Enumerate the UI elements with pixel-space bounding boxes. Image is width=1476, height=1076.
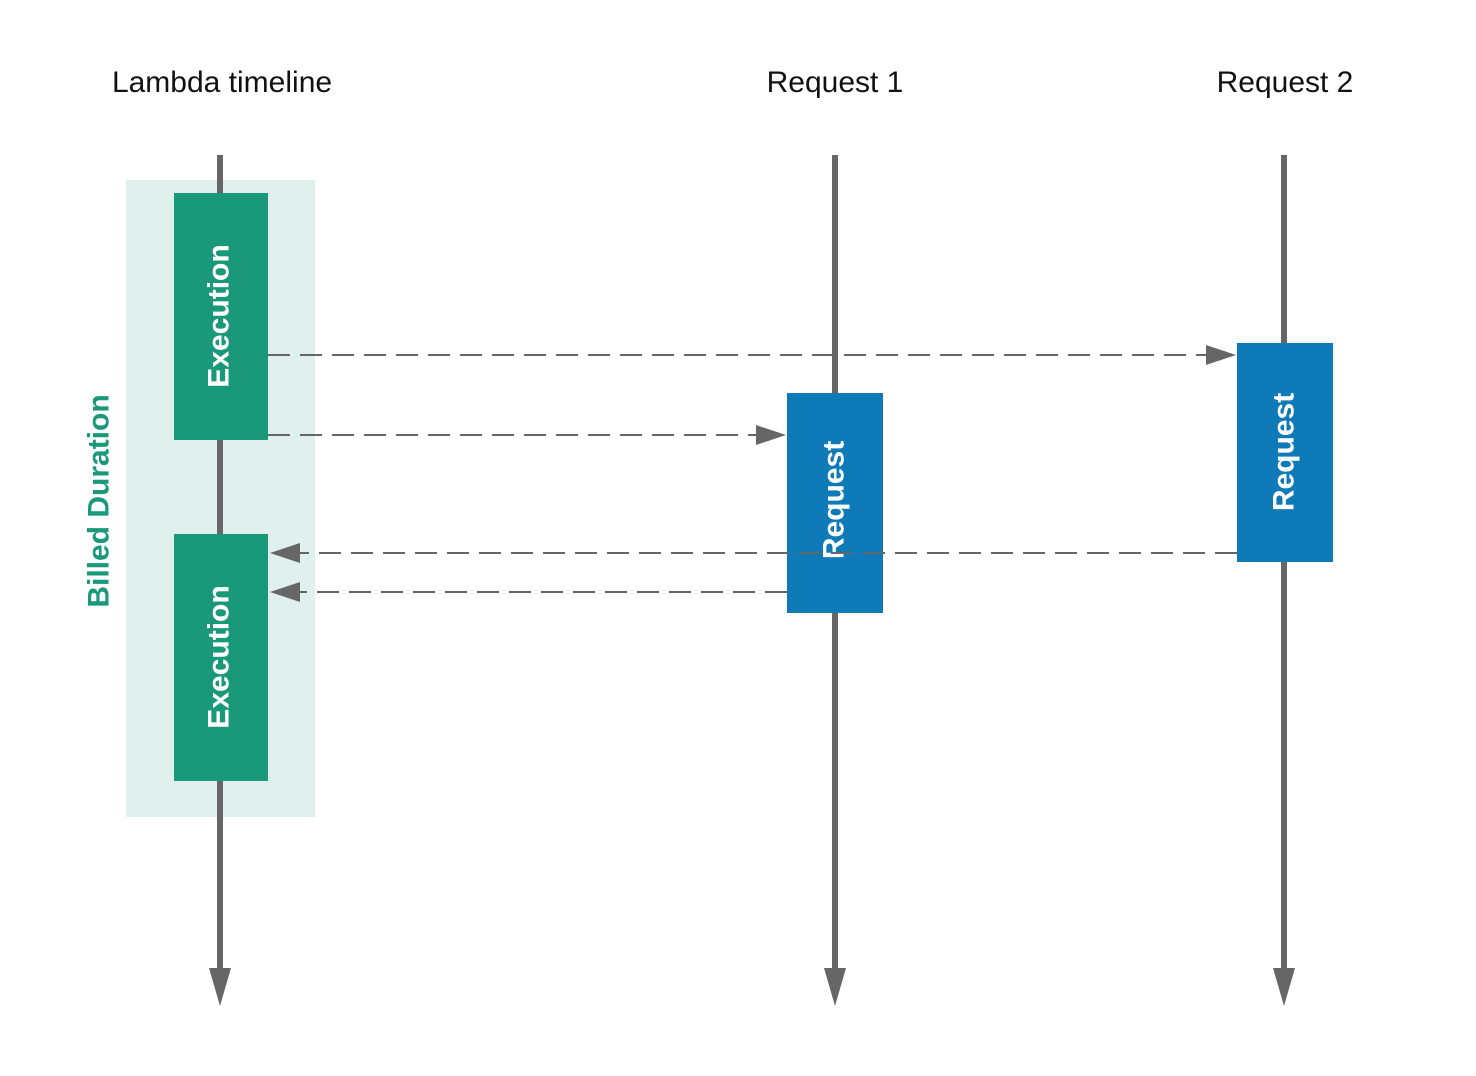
request-box-2-label: Request xyxy=(1268,393,1301,511)
execution-box-1-label: Execution xyxy=(203,244,236,387)
request-box-1: Request xyxy=(787,393,883,613)
lambda-timeline-title: Lambda timeline xyxy=(112,66,332,99)
request-2-lifeline xyxy=(1273,155,1295,1006)
execution-box-2-label: Execution xyxy=(203,585,236,728)
request-2-title: Request 2 xyxy=(1217,66,1354,99)
execution-box-1: Execution xyxy=(174,193,268,440)
arrow-execution-to-request-2 xyxy=(268,345,1236,365)
execution-box-2: Execution xyxy=(174,534,268,781)
arrow-request-2-to-execution xyxy=(270,543,1237,563)
billed-duration-label: Billed Duration xyxy=(83,394,116,607)
arrow-execution-to-request-1 xyxy=(268,425,786,445)
request-box-2: Request xyxy=(1237,343,1333,562)
request-1-title: Request 1 xyxy=(767,66,904,99)
arrow-request-1-to-execution xyxy=(270,582,787,602)
request-box-1-label: Request xyxy=(818,441,851,559)
